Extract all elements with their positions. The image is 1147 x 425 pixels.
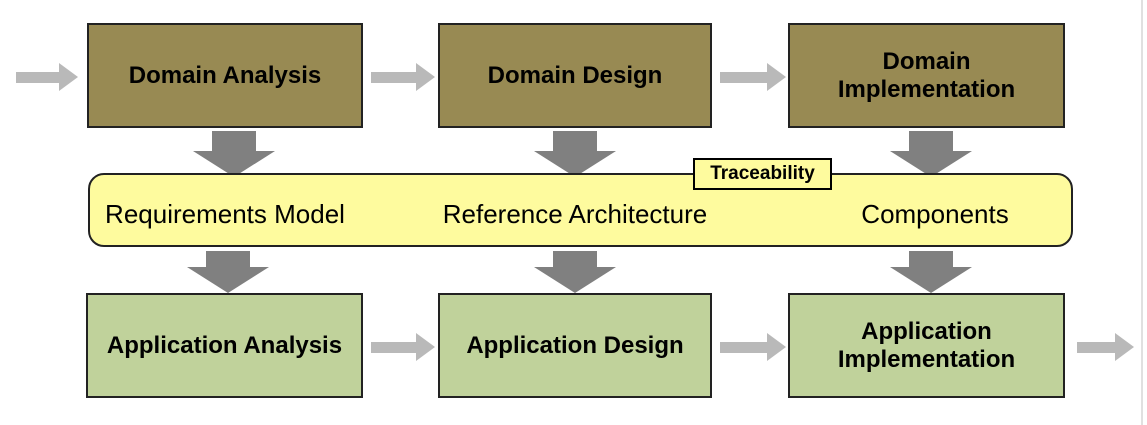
- application-design-box: Application Design: [438, 293, 712, 398]
- domain-implementation-box: Domain Implementation: [788, 23, 1065, 128]
- traceability-tag: Traceability: [693, 158, 832, 190]
- reference-architecture-label: Reference Architecture: [442, 199, 708, 229]
- application-implementation-label: Application Implementation: [837, 317, 1016, 373]
- domain-design-box: Domain Design: [438, 23, 712, 128]
- flow-arrow-right-icon: [1077, 333, 1134, 361]
- domain-analysis-box: Domain Analysis: [87, 23, 363, 128]
- domain-implementation-label: Domain Implementation: [837, 47, 1016, 103]
- page-edge-line: [1141, 0, 1143, 425]
- application-analysis-box: Application Analysis: [86, 293, 363, 398]
- flow-arrow-right-icon: [720, 333, 786, 361]
- artifacts-band: [88, 173, 1073, 247]
- flow-arrow-right-icon: [371, 63, 435, 91]
- domain-design-label: Domain Design: [487, 61, 663, 89]
- domain-analysis-label: Domain Analysis: [128, 61, 322, 89]
- down-arrow-icon: [534, 131, 616, 177]
- application-design-label: Application Design: [466, 331, 684, 359]
- requirements-model-label: Requirements Model: [105, 199, 345, 229]
- flow-arrow-right-icon: [16, 63, 78, 91]
- down-arrow-icon: [193, 131, 275, 177]
- application-implementation-box: Application Implementation: [788, 293, 1065, 398]
- down-arrow-icon: [890, 251, 972, 293]
- application-analysis-label: Application Analysis: [106, 331, 343, 359]
- flow-arrow-right-icon: [720, 63, 786, 91]
- down-arrow-icon: [890, 131, 972, 177]
- flow-arrow-right-icon: [371, 333, 435, 361]
- down-arrow-icon: [187, 251, 269, 293]
- down-arrow-icon: [534, 251, 616, 293]
- traceability-label: Traceability: [710, 163, 815, 184]
- components-label: Components: [861, 199, 1009, 229]
